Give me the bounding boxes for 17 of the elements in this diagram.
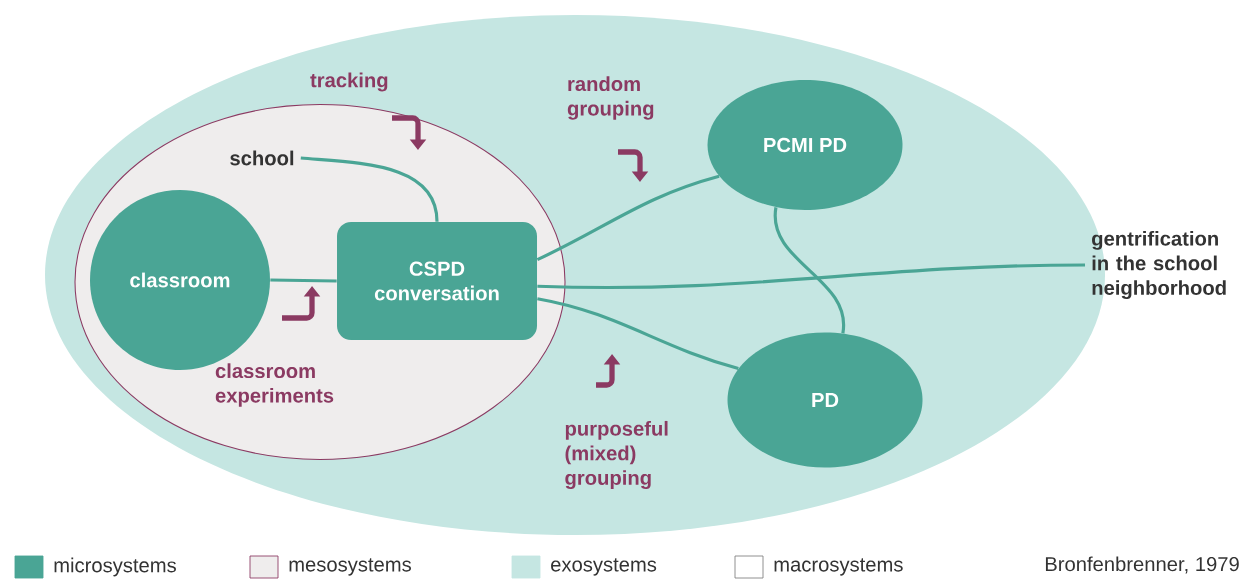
node-text: gentrification in the school neighborhood bbox=[1092, 230, 1226, 300]
annotation-text: tracking bbox=[310, 72, 388, 92]
legend-label: mesosystems bbox=[289, 558, 411, 576]
connector-line bbox=[300, 156, 439, 222]
connector-line bbox=[537, 297, 739, 370]
node-text: school bbox=[230, 150, 294, 166]
connector-line bbox=[536, 174, 720, 262]
connector-line bbox=[270, 278, 337, 283]
microsystem-box: CSPD conversation bbox=[337, 222, 537, 340]
legend-label: microsystems bbox=[54, 557, 176, 577]
legend-label: macrosystems bbox=[774, 558, 903, 576]
legend-label: exosystems bbox=[551, 558, 657, 576]
annotation-text: random grouping bbox=[567, 76, 654, 120]
citation-text: Bronfenbrenner, 1979 bbox=[1045, 556, 1239, 574]
connector-line bbox=[537, 263, 1086, 289]
annotation-text: purposeful (mixed) grouping bbox=[565, 420, 668, 490]
connector-line bbox=[773, 207, 845, 334]
